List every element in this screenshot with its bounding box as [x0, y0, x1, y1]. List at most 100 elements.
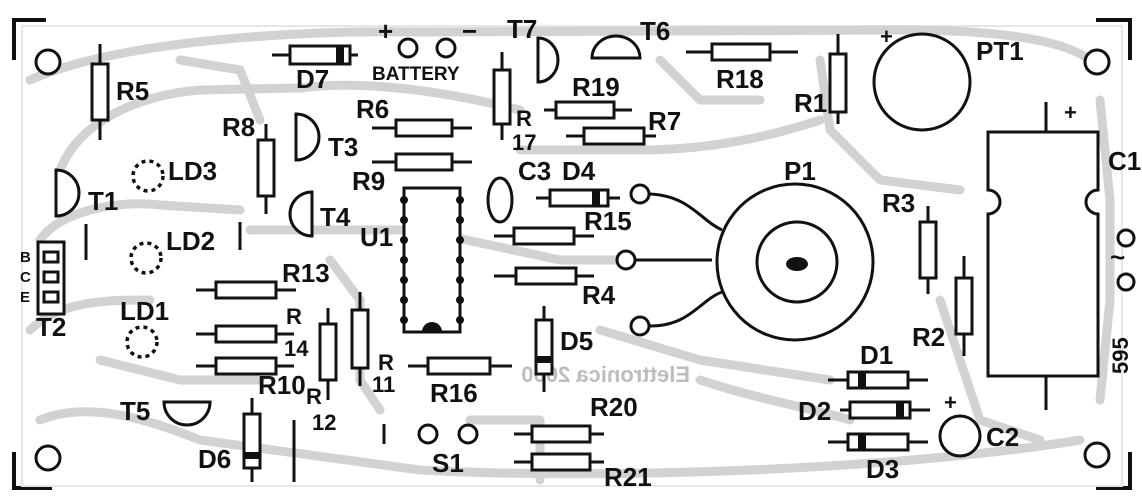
label-r11-a: R — [378, 350, 394, 375]
resistor-r15: R15 — [494, 206, 632, 246]
diode-d2: D2 — [798, 396, 930, 426]
label-c1: C1 — [1108, 146, 1141, 176]
label-r15: R15 — [584, 206, 632, 236]
resistor-r10: R10 — [196, 356, 306, 400]
diode-d3: D3 — [828, 432, 928, 484]
label-r8: R8 — [222, 112, 255, 142]
label-r9: R9 — [352, 166, 385, 196]
resistor-r20: R20 — [514, 392, 638, 444]
resistor-r13: R13 — [196, 258, 330, 300]
resistor-r3: R3 — [882, 188, 938, 294]
resistor-r8: R8 — [222, 112, 276, 214]
label-d3: D3 — [866, 454, 899, 484]
c1-plus-sign: + — [1064, 100, 1077, 125]
resistor-r19: R19 — [544, 72, 632, 120]
label-u1: U1 — [360, 222, 393, 252]
diode-d1: D1 — [828, 340, 928, 390]
resistor-r9: R9 — [352, 152, 472, 196]
resistor-r21: R21 — [514, 452, 652, 492]
resistor-r14: R 14 — [196, 304, 309, 361]
label-r20: R20 — [590, 392, 638, 422]
label-t2-e: E — [20, 289, 30, 306]
led-ld3: LD3 — [131, 156, 217, 193]
transistor-t7: T7 — [507, 14, 560, 84]
diode-d7: D7 — [272, 44, 358, 94]
label-r12-b: 12 — [312, 410, 336, 435]
label-r18: R18 — [716, 64, 764, 94]
label-r2: R2 — [912, 322, 945, 352]
label-t3: T3 — [328, 132, 358, 162]
registration-marks — [12, 18, 1132, 490]
potentiometer-p1: P1 — [615, 156, 875, 342]
label-r14-a: R — [286, 304, 302, 329]
label-p1: P1 — [784, 156, 816, 186]
label-r14-b: 14 — [284, 336, 309, 361]
transistor-t6: T6 — [590, 16, 670, 60]
label-r7: R7 — [648, 106, 681, 136]
resistor-r5: R5 — [90, 44, 149, 140]
label-r5: R5 — [116, 76, 149, 106]
ac-symbol: ~ — [1110, 242, 1125, 272]
label-c2: C2 — [986, 422, 1019, 452]
ic-u1: U1 — [360, 186, 464, 334]
label-ld1: LD1 — [120, 296, 169, 326]
resistor-r16: R16 — [408, 356, 512, 408]
label-ld2: LD2 — [166, 226, 215, 256]
label-r17-a: R — [516, 106, 532, 131]
resistor-r12: R 12 — [306, 308, 338, 435]
board-code: 595 — [1108, 337, 1133, 374]
resistor-r1: R1 — [794, 34, 848, 124]
capacitor-c1: + C1 — [986, 100, 1141, 410]
battery-minus-sign: − — [462, 16, 477, 46]
label-d1: D1 — [860, 340, 893, 370]
label-pt1: PT1 — [976, 36, 1024, 66]
diode-d5: D5 — [534, 306, 593, 392]
resistor-r11: R 11 — [350, 292, 395, 397]
diode-d4: D4 — [536, 156, 620, 208]
label-r11-b: 11 — [372, 372, 395, 397]
label-t2: T2 — [36, 312, 66, 342]
mounting-holes — [34, 48, 1111, 472]
label-ld3: LD3 — [168, 156, 217, 186]
label-battery: BATTERY — [372, 64, 460, 85]
label-r19: R19 — [572, 72, 620, 102]
label-r17-b: 17 — [512, 130, 536, 155]
label-d7: D7 — [296, 64, 329, 94]
label-r12-a: R — [306, 384, 322, 409]
label-t7: T7 — [507, 14, 537, 44]
transistor-t2: B C E T2 — [20, 224, 88, 342]
switch-s1: S1 — [417, 423, 479, 478]
resistor-r2: R2 — [912, 256, 974, 356]
label-d6: D6 — [198, 444, 231, 474]
resistor-r17: R 17 — [492, 52, 536, 155]
label-t6: T6 — [640, 16, 670, 46]
diode-d6: D6 — [198, 398, 262, 482]
battery-connector: + − BATTERY — [372, 16, 477, 85]
label-r16: R16 — [430, 378, 478, 408]
resistor-r4: R4 — [494, 266, 616, 310]
capacitor-c3: C3 — [486, 156, 551, 224]
label-r3: R3 — [882, 188, 915, 218]
label-t4: T4 — [320, 202, 351, 232]
label-r4: R4 — [582, 280, 616, 310]
ac-input: ~ — [1110, 228, 1136, 292]
label-r21: R21 — [604, 462, 652, 492]
transistor-t4: T4 — [288, 190, 351, 238]
trimmer-pt1: + PT1 — [872, 24, 1024, 132]
led-ld2: LD2 — [129, 226, 215, 275]
led-ld1: LD1 — [120, 296, 169, 359]
label-c3: C3 — [518, 156, 551, 186]
c2-plus-sign: + — [944, 390, 957, 415]
resistor-r6: R6 — [356, 94, 472, 138]
label-t2-c: C — [20, 269, 31, 286]
copper-traces — [25, 25, 1115, 485]
battery-plus-sign: + — [378, 16, 393, 46]
transistor-t1: T1 — [54, 168, 118, 218]
label-t1: T1 — [88, 186, 118, 216]
capacitor-c2: + C2 — [938, 390, 1019, 458]
label-r6: R6 — [356, 94, 389, 124]
label-r10: R10 — [258, 370, 306, 400]
label-d2: D2 — [798, 396, 831, 426]
label-r1: R1 — [794, 88, 827, 118]
